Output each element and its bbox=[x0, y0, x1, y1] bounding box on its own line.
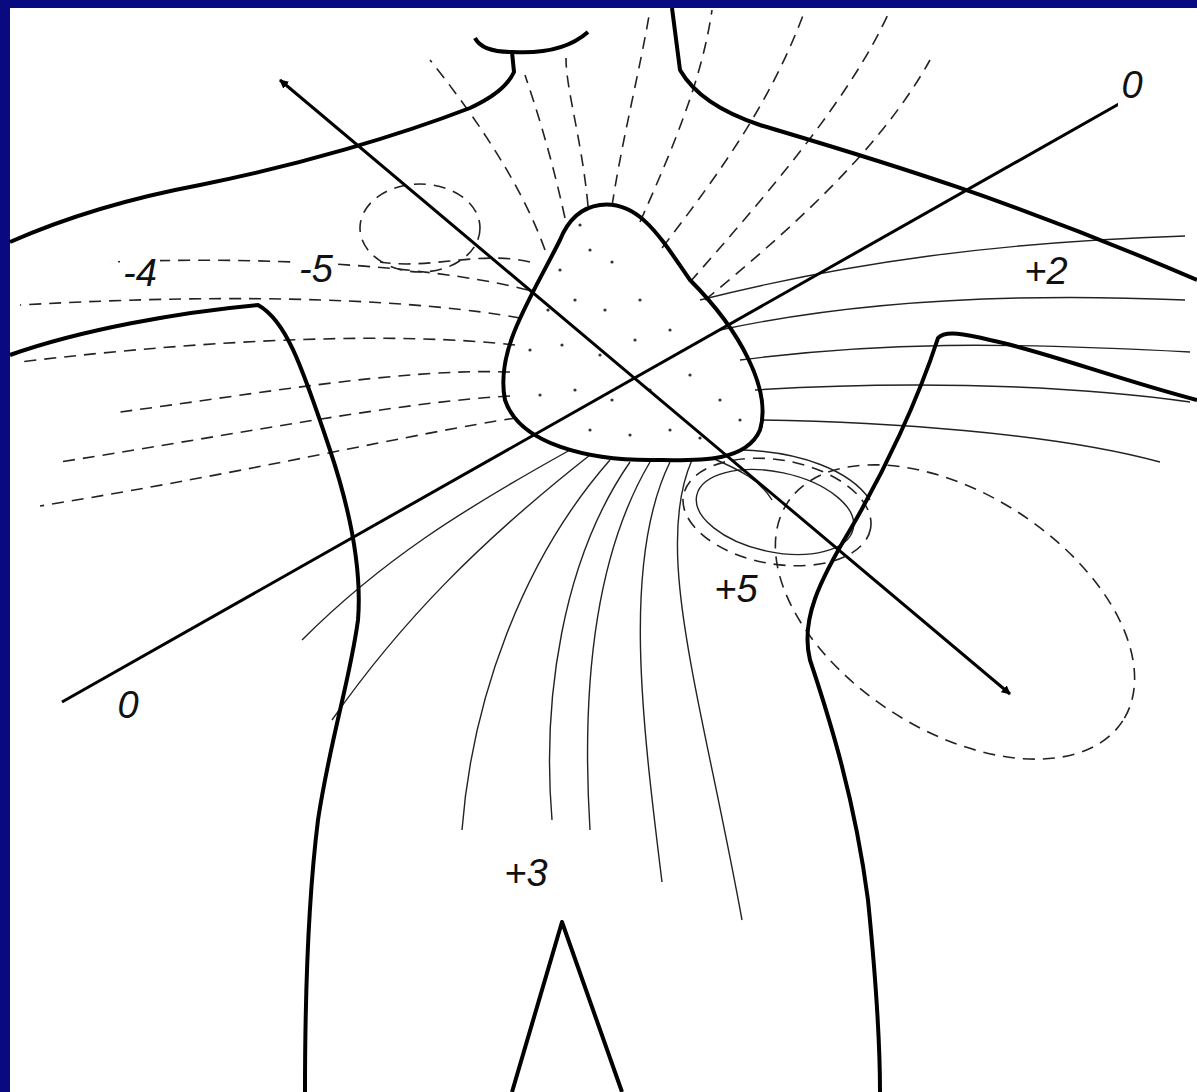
negative-isolines bbox=[20, 10, 1187, 820]
torso-outline bbox=[10, 8, 1197, 1092]
potential-value: -4 bbox=[120, 253, 160, 295]
zero-line bbox=[62, 92, 1140, 702]
potential-value: -5 bbox=[296, 249, 336, 291]
potential-value: 0 bbox=[1118, 65, 1145, 107]
white-ground bbox=[10, 8, 1197, 1092]
potential-value: +3 bbox=[501, 853, 550, 895]
potential-value: +2 bbox=[1021, 251, 1070, 293]
potential-value: +5 bbox=[711, 569, 760, 611]
heart-outline bbox=[503, 205, 762, 461]
potential-value: 0 bbox=[114, 685, 141, 727]
heart-vector-arrow bbox=[280, 80, 1010, 694]
heart-dots bbox=[528, 223, 741, 439]
positive-isolines bbox=[302, 236, 1190, 920]
